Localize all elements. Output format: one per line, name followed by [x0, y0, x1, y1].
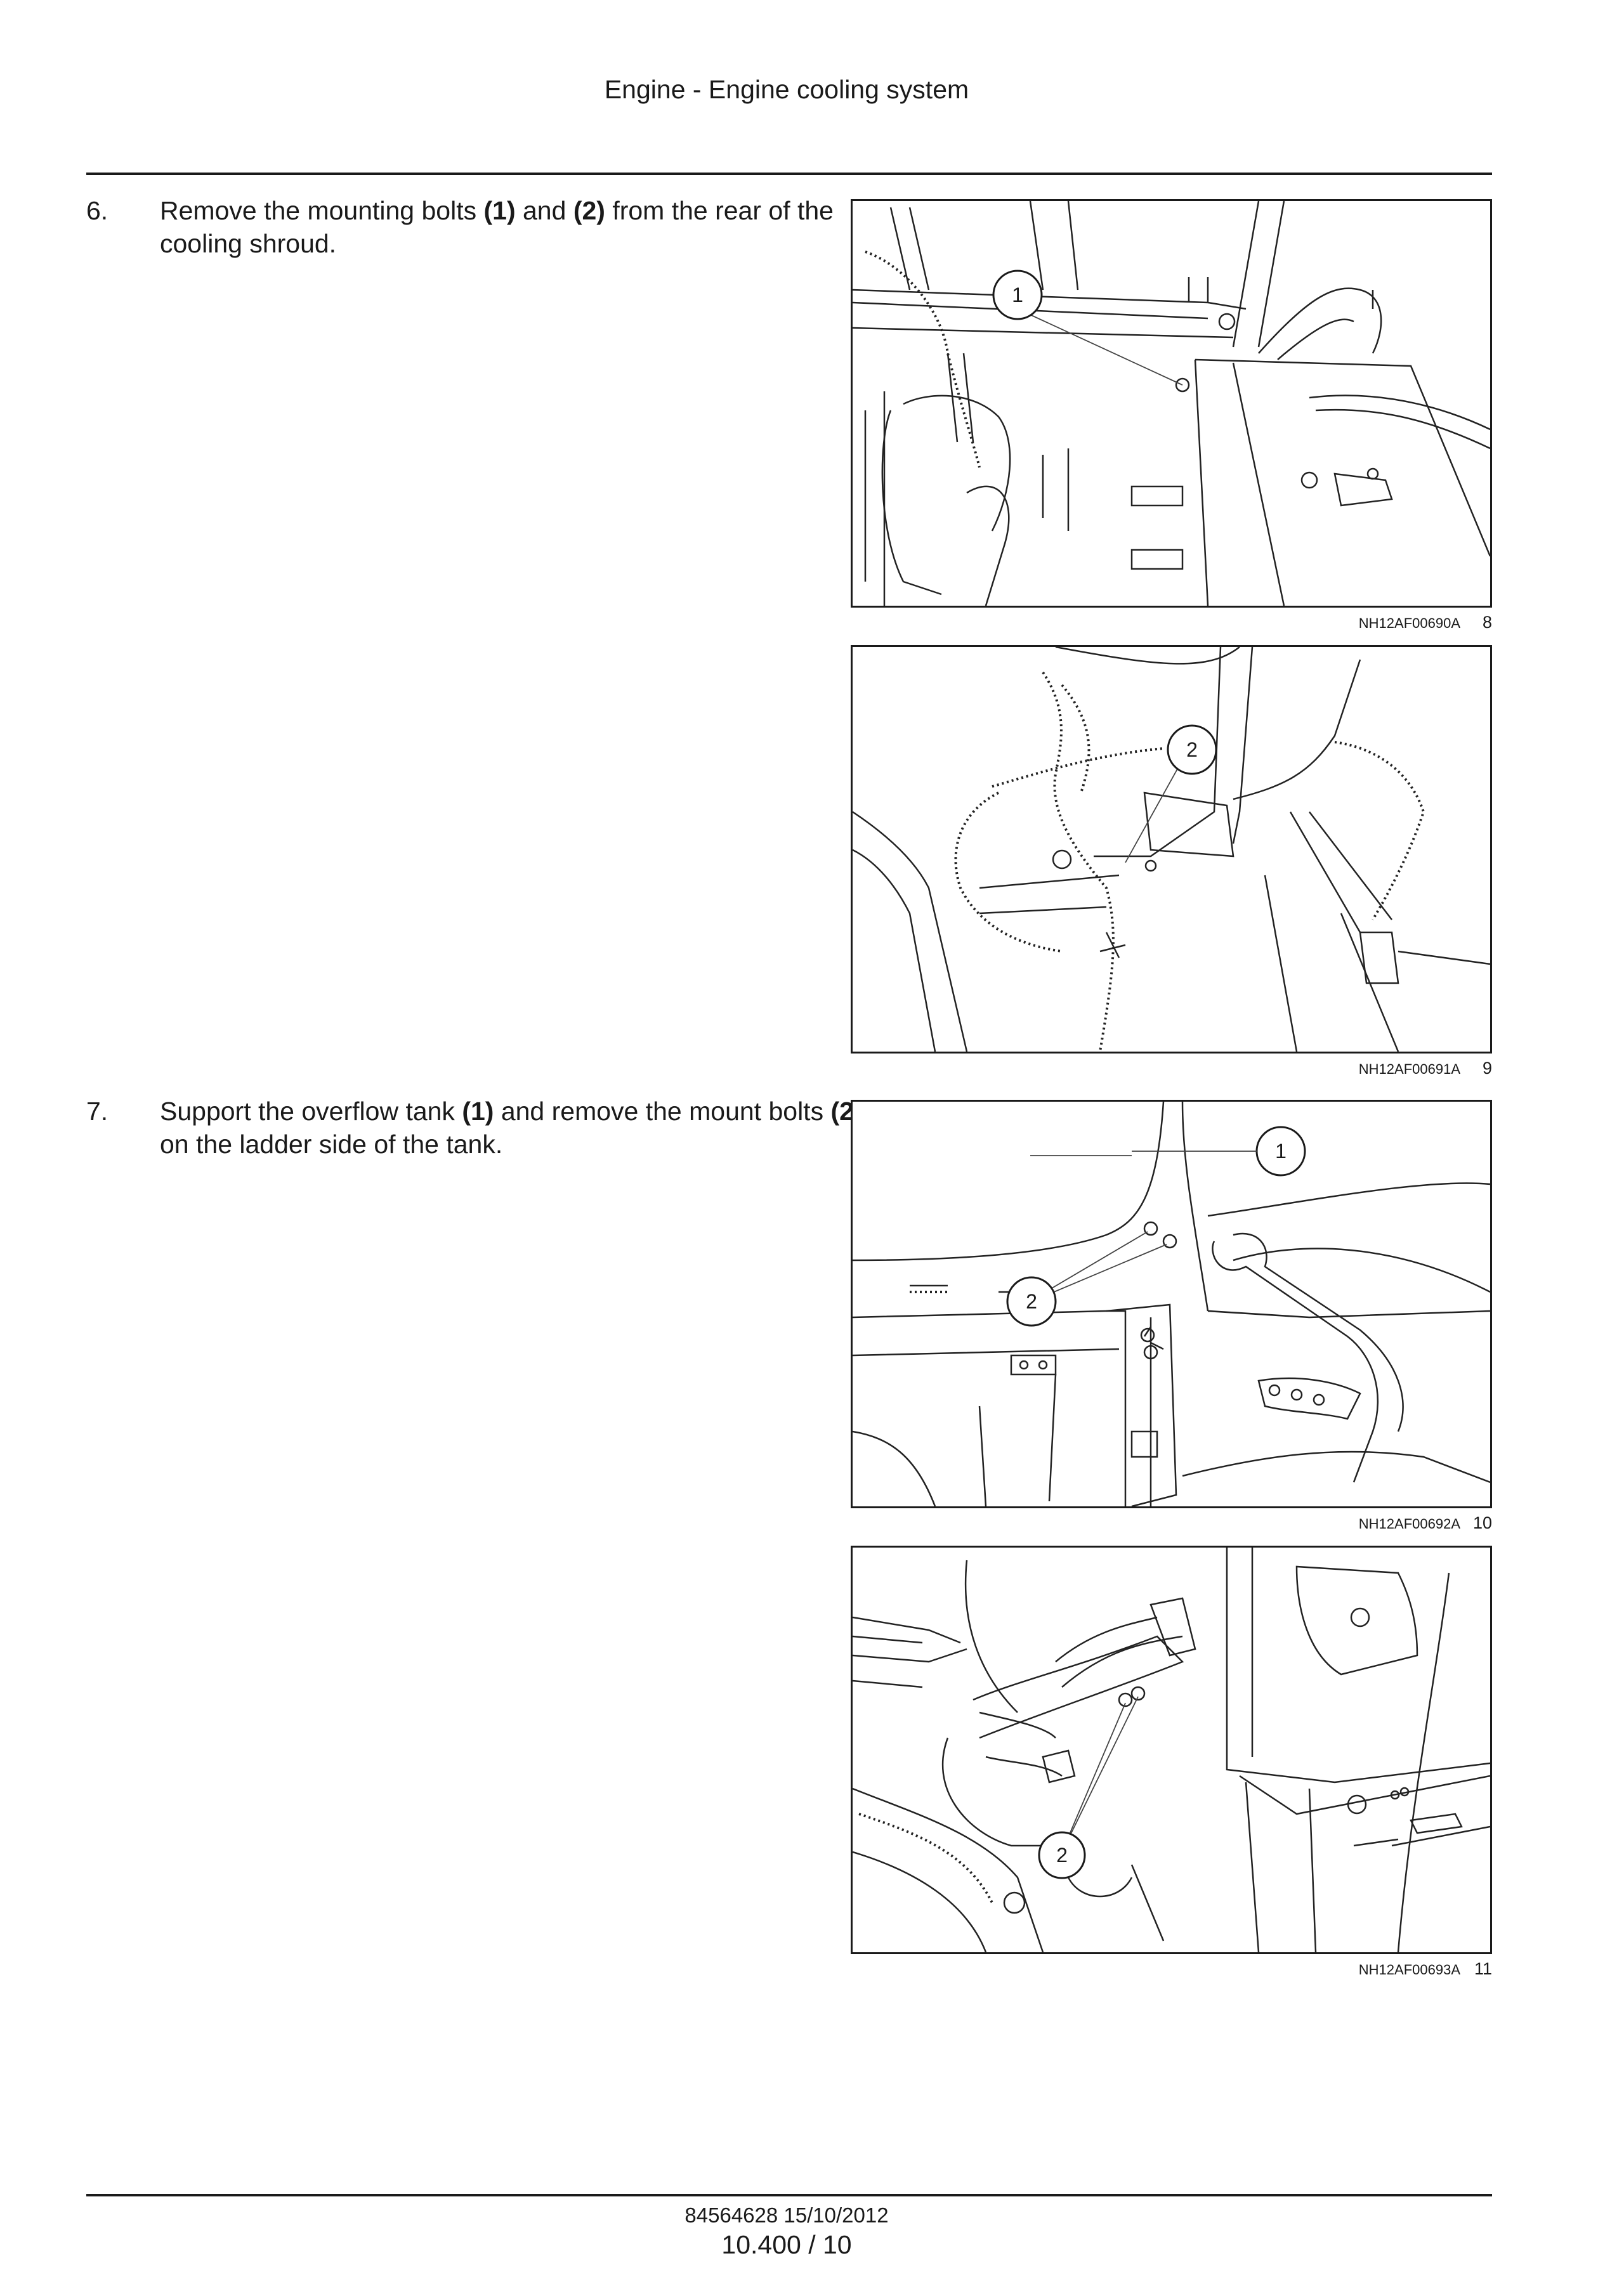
callout-2: 2	[1006, 1276, 1057, 1327]
figure-10-caption: NH12AF00692A 10	[851, 1511, 1492, 1536]
callout-2: 2	[1038, 1831, 1086, 1879]
figure-code: NH12AF00692A	[1358, 1516, 1460, 1532]
figure-code: NH12AF00691A	[1358, 1061, 1460, 1077]
figure-10: 1 2	[851, 1100, 1492, 1508]
callout-label: 2	[1186, 738, 1198, 761]
callout-label: 2	[1026, 1290, 1037, 1313]
figure-9: 2	[851, 645, 1492, 1053]
figure-index: 11	[1474, 1959, 1492, 1978]
callout-ref: (2)	[573, 196, 605, 225]
figure-8-illustration: 1	[853, 201, 1490, 606]
step-number: 7.	[86, 1097, 108, 1126]
callout-ref: (1)	[462, 1097, 494, 1126]
figure-11-caption: NH12AF00693A 11	[851, 1957, 1492, 1982]
callout-label: 2	[1056, 1844, 1068, 1867]
footer-rule	[86, 2194, 1492, 2196]
figure-11: 2	[851, 1546, 1492, 1954]
step-text: Support the overflow tank (1) and remove…	[160, 1095, 889, 1161]
step-text: Remove the mounting bolts (1) and (2) fr…	[160, 194, 889, 260]
callout-ref: (1)	[483, 196, 516, 225]
figure-code: NH12AF00693A	[1358, 1962, 1460, 1978]
step-text-segment: and	[515, 196, 573, 225]
figure-10-illustration: 1 2	[853, 1102, 1490, 1506]
step-text-segment: on the ladder side of the tank.	[160, 1130, 503, 1159]
figure-index: 9	[1482, 1059, 1492, 1078]
step-text-segment: Support the overflow tank	[160, 1097, 462, 1126]
step-text-segment: Remove the mounting bolts	[160, 196, 484, 225]
callout-1: 1	[1255, 1126, 1306, 1177]
callout-2: 2	[1167, 724, 1217, 775]
figure-9-caption: NH12AF00691A 9	[851, 1056, 1492, 1081]
figure-8-caption: NH12AF00690A 8	[851, 610, 1492, 636]
page-number: 10.400 / 10	[721, 2230, 852, 2259]
figure-index: 10	[1472, 1513, 1492, 1532]
figure-11-illustration: 2	[853, 1548, 1490, 1952]
step-number: 6.	[86, 196, 108, 225]
step-text-segment: and remove the mount bolts	[494, 1097, 831, 1126]
document-id: 84564628 15/10/2012	[684, 2203, 889, 2227]
callout-label: 1	[1275, 1140, 1287, 1163]
figure-9-illustration: 2	[853, 647, 1490, 1052]
step-text-segment: from the rear of the cooling shroud.	[160, 196, 834, 258]
header-rule	[86, 173, 1492, 175]
figure-index: 8	[1482, 613, 1492, 632]
figure-8: 1	[851, 199, 1492, 608]
callout-1: 1	[992, 270, 1043, 320]
page-header-title: Engine - Engine cooling system	[604, 75, 969, 104]
figure-code: NH12AF00690A	[1358, 615, 1460, 631]
callout-label: 1	[1012, 284, 1023, 306]
